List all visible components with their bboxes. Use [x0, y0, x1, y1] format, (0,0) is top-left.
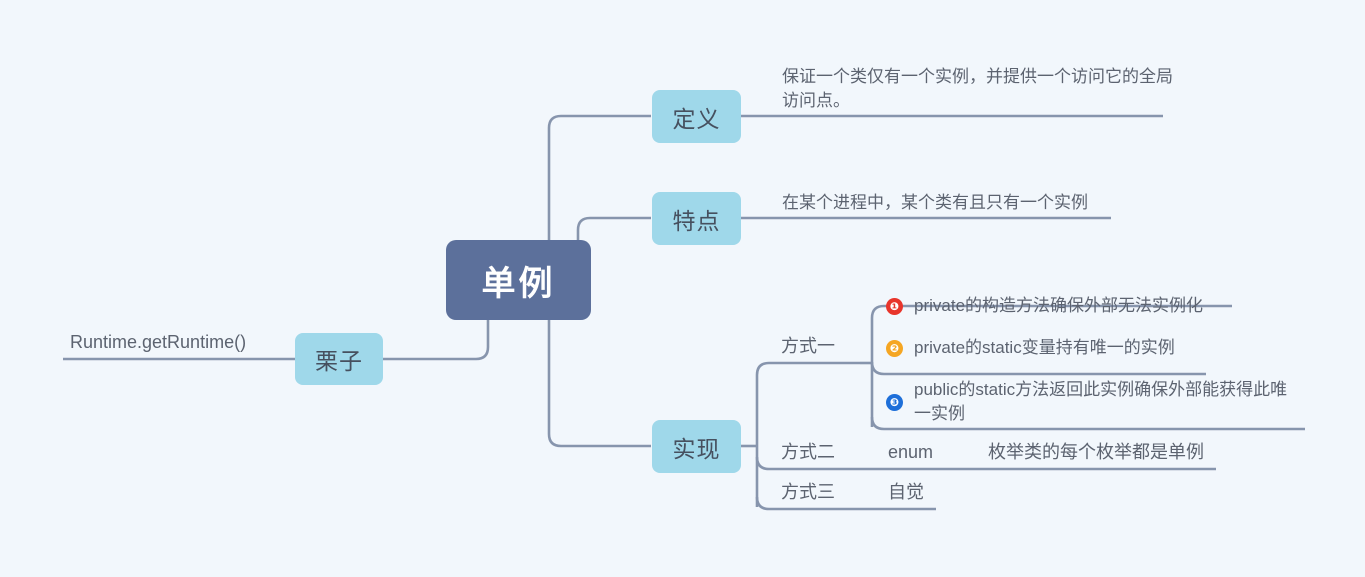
way-two-keyword-text: enum: [888, 442, 934, 463]
way-one-label: 方式一: [777, 333, 861, 363]
branch-node-definition[interactable]: 定义: [652, 90, 741, 143]
way-two-label: 方式二: [777, 439, 861, 469]
way-three-keyword: 自觉: [884, 481, 994, 509]
way-one-point-3: ❸ public的static方法返回此实例确保外部能获得此唯一实例: [886, 378, 1298, 426]
badge-number-2: ❷: [886, 339, 903, 357]
branch-node-example[interactable]: 栗子: [295, 333, 383, 385]
branch-node-definition-label: 定义: [672, 105, 721, 132]
branch-node-implementation[interactable]: 实现: [652, 420, 741, 473]
definition-detail: 保证一个类仅有一个实例，并提供一个访问它的全局访问点。: [778, 56, 1176, 116]
way-one-point-1: ❶ private的构造方法确保外部无法实例化: [886, 290, 1236, 322]
way-one-point-2-text: private的static变量持有唯一的实例: [914, 337, 1175, 357]
way-three-label-text: 方式三: [781, 482, 835, 503]
way-one-point-1-text: private的构造方法确保外部无法实例化: [914, 295, 1204, 315]
branch-node-features[interactable]: 特点: [652, 192, 741, 245]
way-two-keyword: enum: [884, 441, 974, 469]
example-detail: Runtime.getRuntime(): [66, 325, 296, 359]
way-one-point-2: ❷ private的static变量持有唯一的实例: [886, 332, 1216, 364]
branch-node-example-label: 栗子: [315, 348, 363, 374]
way-two-detail-text: 枚举类的每个枚举都是单例: [988, 442, 1204, 463]
features-detail: 在某个进程中，某个类有且只有一个实例: [778, 182, 1138, 218]
example-detail-text: Runtime.getRuntime(): [70, 332, 247, 353]
way-two-detail: 枚举类的每个枚举都是单例: [984, 441, 1224, 469]
way-three-keyword-text: 自觉: [888, 482, 924, 503]
way-one-point-3-text: public的static方法返回此实例确保外部能获得此唯一实例: [914, 379, 1288, 423]
definition-detail-text: 保证一个类仅有一个实例，并提供一个访问它的全局访问点。: [782, 66, 1173, 110]
root-node[interactable]: 单例: [446, 240, 591, 320]
badge-number-3: ❸: [886, 393, 903, 411]
branch-node-features-label: 特点: [672, 207, 721, 234]
branch-node-implementation-label: 实现: [672, 435, 721, 462]
badge-number-1: ❶: [886, 297, 903, 315]
way-two-label-text: 方式二: [781, 442, 835, 463]
way-three-label: 方式三: [777, 479, 861, 509]
way-one-label-text: 方式一: [781, 336, 835, 357]
root-node-label: 单例: [481, 264, 556, 303]
features-detail-text: 在某个进程中，某个类有且只有一个实例: [782, 192, 1088, 212]
